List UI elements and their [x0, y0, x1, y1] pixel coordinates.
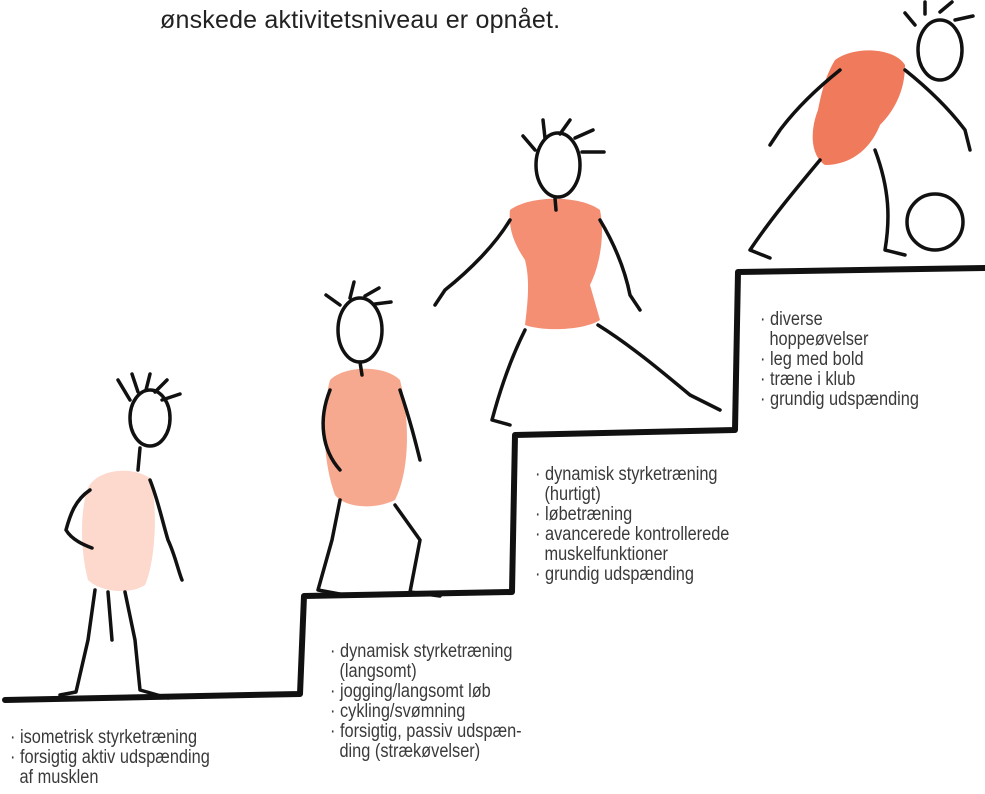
figure-lunging	[435, 120, 720, 425]
step-2-list: dynamisk styrketræning (langsomt) joggin…	[330, 642, 522, 762]
list-item: cykling/svømning	[330, 702, 522, 722]
list-item: træne i klub	[760, 370, 919, 390]
list-item: leg med bold	[760, 350, 919, 370]
step-3-list: dynamisk styrketræning (hurtigt) løbetræ…	[535, 465, 729, 585]
list-item: løbetræning	[535, 505, 729, 525]
list-item: diverse hoppeøvelser	[760, 310, 919, 350]
list-item: isometrisk styrketræning	[10, 728, 210, 748]
list-item: jogging/langsomt løb	[330, 682, 522, 702]
step-1-list: isometrisk styrketræning forsigtig aktiv…	[10, 728, 210, 788]
list-item: grundig udspænding	[760, 390, 919, 410]
list-item: forsigtig, passiv udspæn- ding (strækøve…	[330, 722, 522, 762]
list-item: dynamisk styrketræning (hurtigt)	[535, 465, 729, 505]
list-item: dynamisk styrketræning (langsomt)	[330, 642, 522, 682]
figure-walking	[60, 374, 182, 698]
figure-squatting	[318, 282, 440, 596]
list-item: grundig udspænding	[535, 565, 729, 585]
figure-running-with-ball	[750, 2, 973, 258]
list-item: forsigtig aktiv udspænding af musklen	[10, 748, 210, 788]
list-item: avancerede kontrollerede muskelfunktione…	[535, 525, 729, 565]
step-4-list: diverse hoppeøvelser leg med bold træne …	[760, 310, 919, 410]
